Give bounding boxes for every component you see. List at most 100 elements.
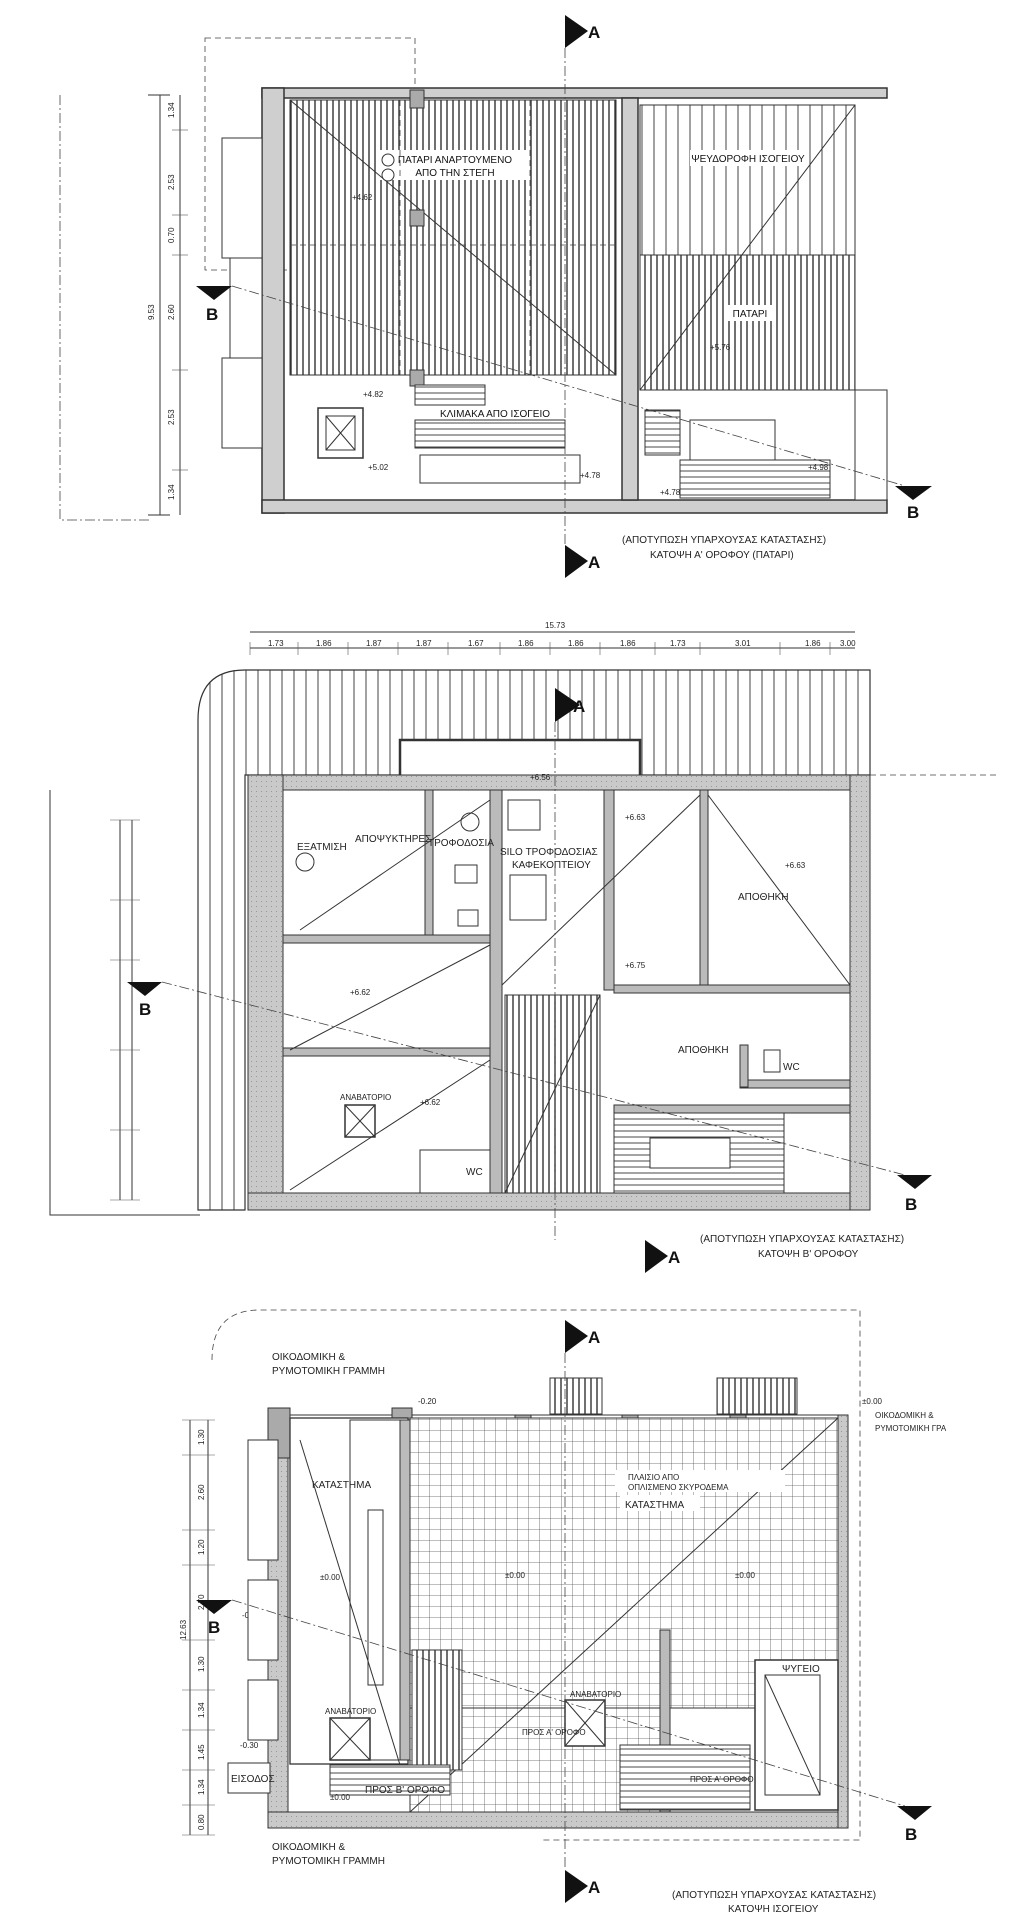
room-label: ΠΛΑΙΣΙΟ ΑΠΟ <box>628 1473 679 1482</box>
dim-label: 1.30 <box>197 1656 206 1672</box>
room-label: ΚΑΦΕΚΟΠΤΕΙΟΥ <box>512 860 591 871</box>
stair-label: ΠΡΟΣ Β' ΟΡΟΦΟ <box>365 1785 445 1796</box>
level-mark: +5.02 <box>368 463 389 472</box>
level-mark: -0.20 <box>418 1397 437 1406</box>
room-label: ΠΑΤΑΡΙ <box>733 309 768 320</box>
section-mark-a: A <box>573 697 585 716</box>
dim-label: 1.34 <box>197 1702 206 1718</box>
dim-total: 12.63 <box>179 1619 188 1640</box>
lift-label: ΑΝΑΒΑΤΟΡΙΟ <box>570 1690 621 1699</box>
level-mark: +6.62 <box>420 1098 441 1107</box>
dim-label: 1.34 <box>167 102 176 118</box>
dim-label: 1.86 <box>568 639 584 648</box>
level-mark: ±0.00 <box>735 1571 756 1580</box>
dim-label: 0.70 <box>167 227 176 243</box>
section-mark-a: A <box>668 1248 680 1267</box>
dim-label: 1.86 <box>805 639 821 648</box>
section-mark-a: A <box>588 1328 600 1347</box>
section-mark-a: A <box>588 553 600 572</box>
plan-caption: (ΑΠΟΤΥΠΩΣΗ ΥΠΑΡΧΟΥΣΑΣ ΚΑΤΑΣΤΑΣΗΣ) <box>622 535 826 546</box>
lift-label: ΑΝΑΒΑΤΟΡΙΟ <box>325 1707 376 1716</box>
dim-label: 1.67 <box>468 639 484 648</box>
level-mark: ±0.00 <box>330 1793 351 1802</box>
level-mark: +4.82 <box>363 390 384 399</box>
level-mark: ±0.00 <box>320 1573 341 1582</box>
level-mark: -0.30 <box>240 1741 259 1750</box>
section-mark-a: A <box>588 23 600 42</box>
dim-label: 2.53 <box>167 174 176 190</box>
section-mark-b: B <box>139 1000 151 1019</box>
room-label: SILO ΤΡΟΦΟΔΟΣΙΑΣ <box>500 847 598 858</box>
entrance-label: ΕΙΣΟΔΟΣ <box>231 1774 275 1785</box>
room-label: ΤΡΟΦΟΔΟΣΙΑ <box>428 838 494 849</box>
dim-label: 1.20 <box>197 1539 206 1555</box>
level-mark: +4.78 <box>580 471 601 480</box>
building-line-label: ΟΙΚΟΔΟΜΙΚΗ & <box>875 1411 934 1420</box>
dim-label: 1.87 <box>366 639 382 648</box>
level-mark: +4.98 <box>808 463 829 472</box>
level-mark: +4.62 <box>352 193 373 202</box>
stair-label: ΠΡΟΣ Α' ΟΡΟΦΟ <box>690 1775 754 1784</box>
lift-label: ΑΝΑΒΑΤΟΡΙΟ <box>340 1093 391 1102</box>
dim-label: 1.34 <box>197 1779 206 1795</box>
level-mark: +6.62 <box>350 988 371 997</box>
level-mark: +6.56 <box>530 773 551 782</box>
room-label: ΚΑΤΑΣΤΗΜΑ <box>312 1480 371 1491</box>
room-label: WC <box>466 1167 483 1178</box>
dim-total: 15.73 <box>545 621 566 630</box>
level-mark: ±0.00 <box>505 1571 526 1580</box>
level-mark: +6.75 <box>625 961 646 970</box>
room-label: ΑΠΟΘΗΚΗ <box>738 892 789 903</box>
room-label: ΨΥΓΕΙΟ <box>782 1664 820 1675</box>
plan-ground-floor: ΟΙΚΟΔΟΜΙΚΗ & ΡΥΜΟΤΟΜΙΚΗ ΓΡΑΜΜΗ ΟΙΚΟΔΟΜΙΚ… <box>179 1309 947 1915</box>
section-mark-a: A <box>588 1878 600 1897</box>
room-label: ΕΞΑΤΜΙΣΗ <box>297 842 347 853</box>
room-label: ΑΠΟΘΗΚΗ <box>678 1045 729 1056</box>
plan-first-floor-mezzanine: 1.34 2.53 0.70 2.60 2.53 1.34 9.53 ΠΑΤΑΡ… <box>59 15 932 578</box>
building-line-label: ΟΙΚΟΔΟΜΙΚΗ & <box>272 1842 346 1853</box>
room-label: ΑΠΟΨΥΚΤΗΡΕΣ <box>355 834 431 845</box>
level-mark: +5.76 <box>710 343 731 352</box>
room-label: ΨΕΥΔΟΡΟΦΗ ΙΣΟΓΕΙΟΥ <box>691 154 805 165</box>
room-label: WC <box>783 1062 800 1073</box>
dim-label: 2.53 <box>167 409 176 425</box>
level-mark: +6.63 <box>785 861 806 870</box>
section-mark-b: B <box>905 1825 917 1844</box>
dim-label: 1.30 <box>197 1429 206 1445</box>
section-mark-b: B <box>907 503 919 522</box>
plan-title: ΚΑΤΟΨΗ ΙΣΟΓΕΙΟΥ <box>728 1904 819 1915</box>
dim-label: 1.73 <box>268 639 284 648</box>
section-mark-b: B <box>905 1195 917 1214</box>
room-label: ΟΠΛΙΣΜΕΝΟ ΣΚΥΡΟΔΕΜΑ <box>628 1483 729 1492</box>
building-line-label: ΡΥΜΟΤΟΜΙΚΗ ΓΡΑ <box>875 1424 947 1433</box>
stair-label: ΠΡΟΣ Α' ΟΡΟΦΟ <box>522 1728 586 1737</box>
dim-label: 2.60 <box>167 304 176 320</box>
room-label: ΠΑΤΑΡΙ ΑΝΑΡΤΟΥΜΕΝΟ <box>398 155 512 166</box>
building-line-label: ΡΥΜΟΤΟΜΙΚΗ ΓΡΑΜΜΗ <box>272 1366 385 1377</box>
level-mark: ±0.00 <box>862 1397 883 1406</box>
dim-label: 1.86 <box>316 639 332 648</box>
room-label: ΑΠΟ ΤΗΝ ΣΤΕΓΗ <box>415 168 494 179</box>
plan-title: ΚΑΤΟΨΗ Α' ΟΡΟΦΟΥ (ΠΑΤΑΡΙ) <box>650 550 794 561</box>
level-mark: +4.78 <box>660 488 681 497</box>
plan-caption: (ΑΠΟΤΥΠΩΣΗ ΥΠΑΡΧΟΥΣΑΣ ΚΑΤΑΣΤΑΣΗΣ) <box>672 1890 876 1901</box>
dim-label: 1.86 <box>620 639 636 648</box>
dim-total: 9.53 <box>147 304 156 320</box>
dim-label: 0.80 <box>197 1814 206 1830</box>
dim-label: 1.87 <box>416 639 432 648</box>
building-line-label: ΟΙΚΟΔΟΜΙΚΗ & <box>272 1352 346 1363</box>
building-line-label: ΡΥΜΟΤΟΜΙΚΗ ΓΡΑΜΜΗ <box>272 1856 385 1867</box>
dim-label: 1.86 <box>518 639 534 648</box>
dim-label: 2.60 <box>197 1484 206 1500</box>
plan-caption: (ΑΠΟΤΥΠΩΣΗ ΥΠΑΡΧΟΥΣΑΣ ΚΑΤΑΣΤΑΣΗΣ) <box>700 1234 904 1245</box>
plan-second-floor: 15.73 1.73 1.86 1.87 1.87 1.67 1.86 1.86… <box>49 621 1000 1273</box>
dim-label: 1.45 <box>197 1744 206 1760</box>
plan-title: ΚΑΤΟΨΗ Β' ΟΡΟΦΟΥ <box>758 1249 859 1260</box>
section-mark-b: B <box>206 305 218 324</box>
dim-label: 3.01 <box>735 639 751 648</box>
room-label: ΚΑΤΑΣΤΗΜΑ <box>625 1500 684 1511</box>
section-mark-b: B <box>208 1618 220 1637</box>
dim-label: 3.00 <box>840 639 856 648</box>
dim-label: 1.34 <box>167 484 176 500</box>
